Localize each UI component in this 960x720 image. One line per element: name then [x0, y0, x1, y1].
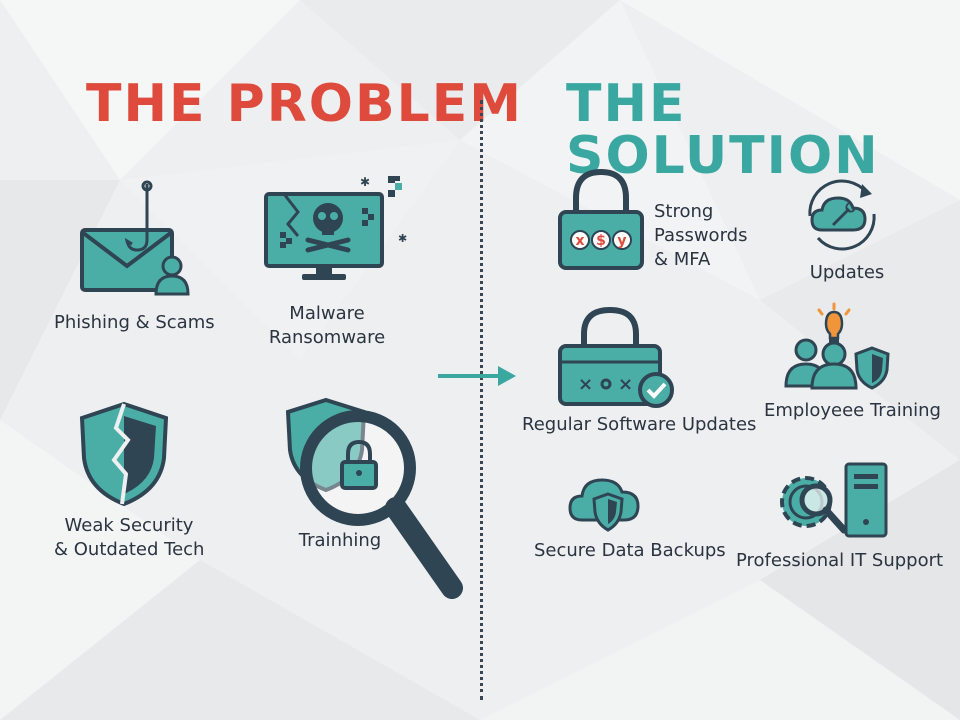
employee-training-label: Employeee Training	[764, 400, 941, 421]
section-divider	[480, 100, 483, 700]
padlock-check-icon: × ×	[558, 306, 674, 408]
strong-passwords-line2: Passwords	[654, 225, 748, 246]
secure-backups-label: Secure Data Backups	[534, 540, 726, 561]
gear-magnifier-server-icon	[780, 462, 888, 538]
strong-passwords-line1: Strong	[654, 201, 714, 222]
problem-title: THE PROBLEM	[86, 74, 524, 134]
updates-label: Updates	[809, 262, 885, 283]
malware-skull-monitor-icon: ✱ ✱	[264, 175, 407, 280]
malware-label-line1: Malware	[289, 303, 365, 324]
weak-security-label-line2: & Outdated Tech	[54, 539, 205, 560]
svg-text:×: ×	[618, 374, 633, 395]
weak-security-label: Weak Security & Outdated Tech	[54, 514, 204, 562]
svg-text:✱: ✱	[360, 175, 370, 189]
malware-label-line2: Ransomware	[268, 327, 386, 348]
people-lightbulb-shield-icon	[784, 302, 890, 390]
svg-text:×: ×	[578, 374, 593, 395]
padlock-char: x	[575, 233, 584, 249]
broken-shield-icon	[79, 401, 169, 507]
it-support-label: Professional IT Support	[736, 550, 944, 571]
regular-updates-label: Regular Software Updates	[522, 414, 757, 435]
magnifier-lock-icon	[285, 397, 463, 599]
password-padlock-icon: x $ y	[558, 168, 644, 270]
strong-passwords-line3: & MFA	[654, 249, 711, 270]
padlock-char: y	[617, 233, 626, 249]
phishing-label: Phishing & Scams	[54, 312, 215, 333]
arrow-right-icon	[438, 366, 516, 386]
cloud-wrench-update-icon	[808, 179, 876, 251]
cloud-shield-icon	[568, 478, 640, 532]
malware-label: Malware Ransomware	[262, 302, 392, 350]
training-label: Trainhing	[298, 530, 382, 551]
strong-passwords-label: Strong Passwords & MFA	[654, 200, 764, 272]
padlock-char: $	[596, 233, 606, 249]
phishing-hook-envelope-icon	[80, 180, 190, 296]
svg-text:✱: ✱	[398, 232, 407, 245]
weak-security-label-line1: Weak Security	[64, 515, 194, 536]
solution-title: THE SOLUTION	[566, 74, 880, 186]
